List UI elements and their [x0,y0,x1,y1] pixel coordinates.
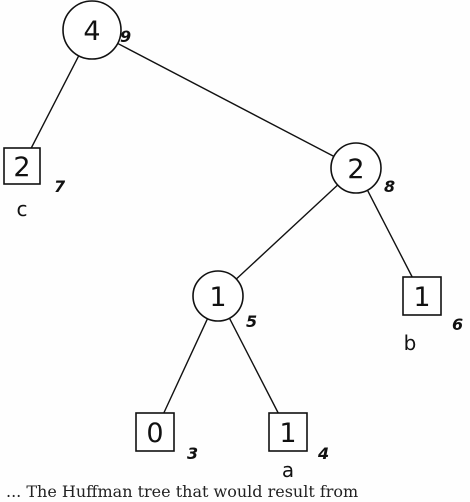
node-square [402,276,442,316]
node-order-number: 5 [246,312,257,331]
edge-n5-n3 [163,318,209,414]
node-weight-label: 0 [146,418,163,449]
leaf-node-n3: 03 [135,412,198,463]
leaf-symbol-label: a [282,458,294,482]
edge-n8-b [366,189,413,278]
node-square [268,412,308,452]
leaf-node-c: 2 7 c [3,147,66,221]
figure-caption: ... The Huffman tree that would result f… [6,482,358,501]
node-weight-label: 1 [279,418,296,449]
tree-edges [30,42,413,414]
node-square [3,147,41,185]
node-order-number: 8 [384,177,395,196]
leaf-node-a: 1 4 a [268,412,329,482]
node-circle [192,270,244,322]
node-order-number: 6 [452,315,463,334]
node-weight-label: 4 [83,16,100,47]
leaf-symbol-label: c [17,197,28,221]
leaf-node-b: 1 6 b [402,276,463,355]
node-order-number: 3 [187,444,198,463]
edge-root-c [30,55,80,149]
edge-n5-a [228,317,279,414]
node-weight-label: 2 [13,152,30,183]
node-circle [62,0,122,60]
edge-n8-n5 [235,184,339,280]
node-square [135,412,175,452]
node-weight-label: 1 [413,282,430,313]
node-order-number: 9 [120,27,131,46]
leaf-symbol-label: b [404,331,417,355]
node-circle [330,142,382,194]
edge-root-n8 [117,42,335,158]
node-weight-label: 2 [347,154,364,185]
internal-node-n5: 15 [192,270,257,331]
node-weight-label: 1 [209,282,226,313]
internal-node-n8: 28 [330,142,395,196]
node-order-number: 4 [317,444,329,463]
node-order-number: 7 [54,177,66,196]
